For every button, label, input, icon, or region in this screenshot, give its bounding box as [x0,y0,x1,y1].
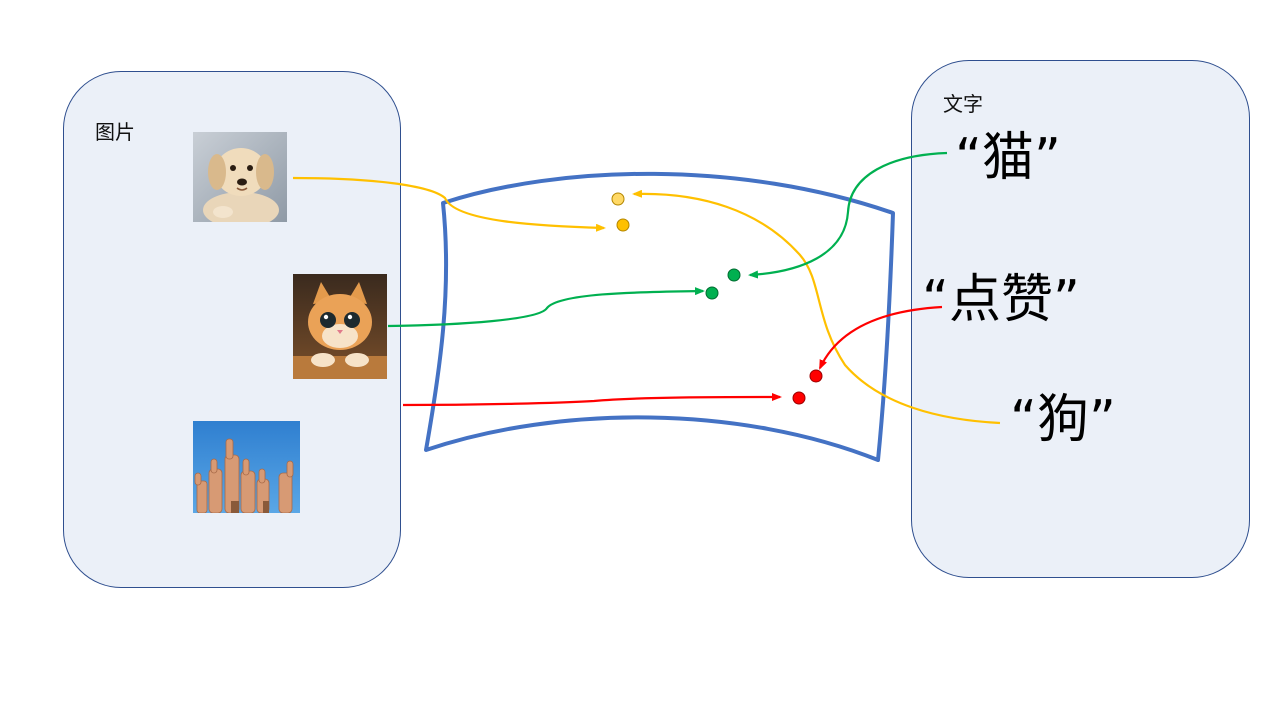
cat-word-link [748,151,948,279]
cat-image-point [705,286,719,300]
cat-image-link [387,287,705,328]
word-like: “点赞” [922,270,1080,330]
like-word-link [819,305,943,370]
like-image-link [402,393,782,407]
dog-word-point [611,192,625,206]
thumbs-up-photo-icon [193,421,300,513]
word-cat: “猫” [955,128,1061,188]
text-panel [911,60,1250,578]
text-panel-title: 文字 [943,92,983,116]
dog-image-point [616,218,630,232]
kitten-photo-icon [293,274,387,379]
puppy-photo-icon [193,132,287,222]
dog-image-link [292,176,606,232]
like-word-point [809,369,823,383]
dog-word-link [632,189,1001,425]
cat-word-point [727,268,741,282]
word-dog: “狗” [1010,390,1116,450]
image-panel-title: 图片 [95,120,135,144]
like-image-point [792,391,806,405]
